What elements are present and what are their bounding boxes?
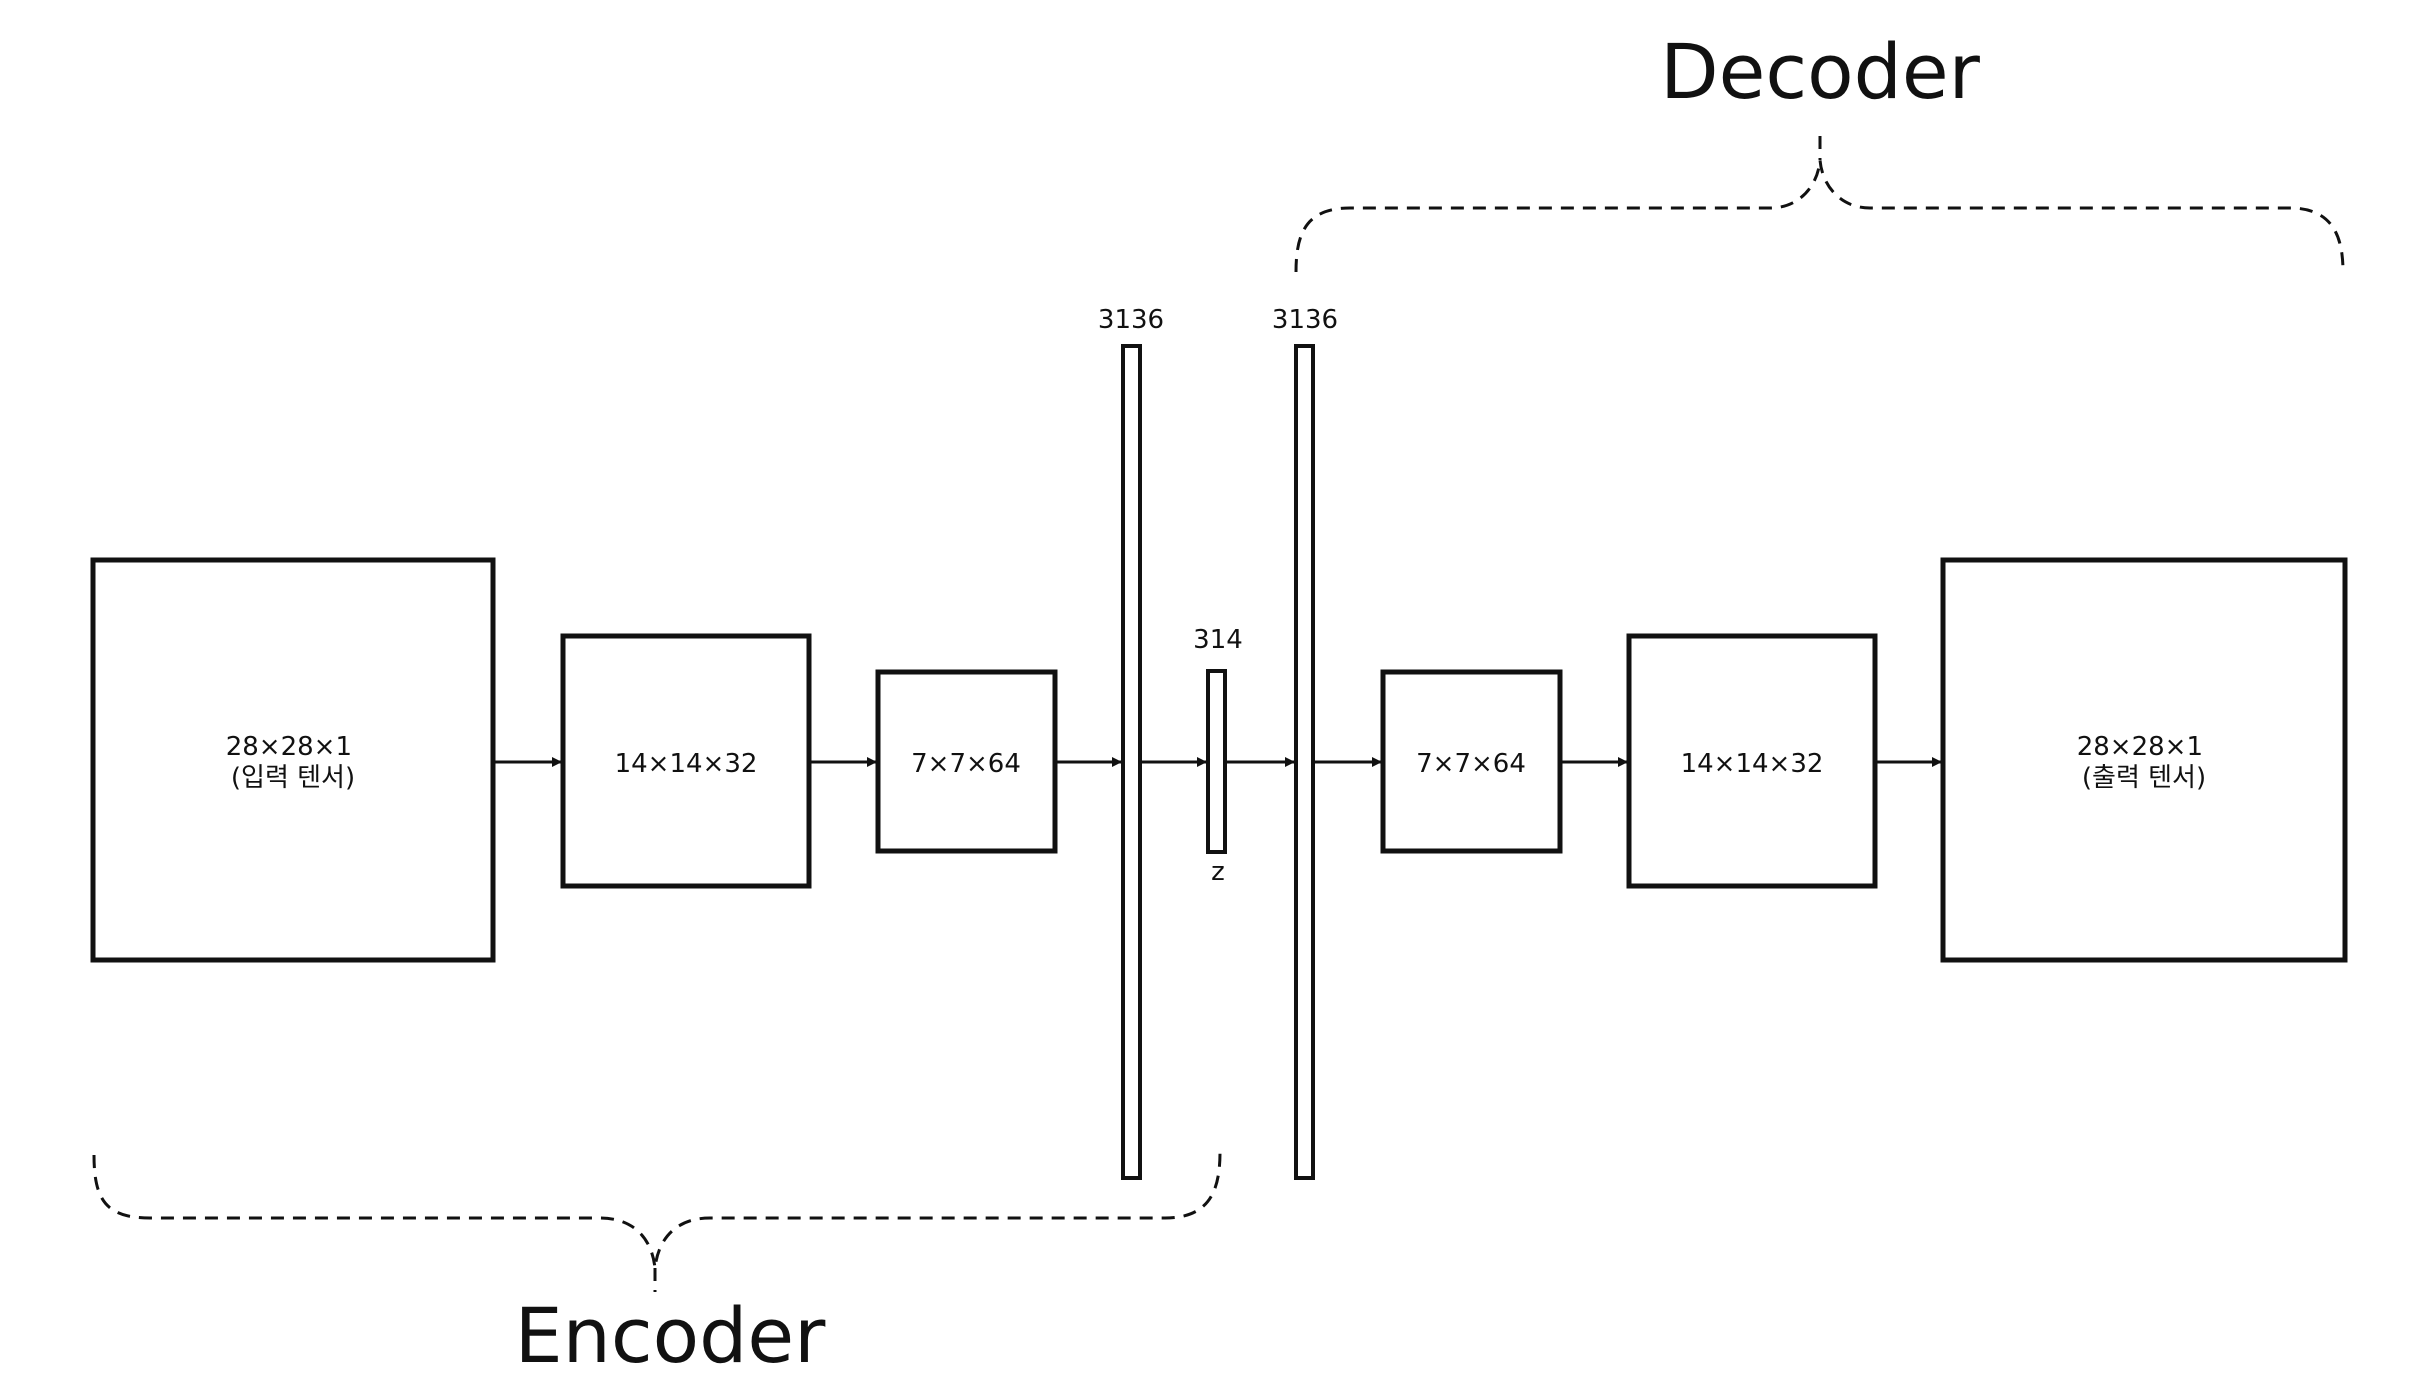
input-tensor-label: 28×28×1 (입력 텐서) (226, 732, 361, 793)
latent-z-name: z (1211, 857, 1225, 887)
output-tensor-shape: 28×28×1 (2077, 732, 2203, 762)
encoder-conv2-label: 7×7×64 (911, 749, 1021, 779)
encoder-conv2-box (875, 669, 1058, 854)
encoder-conv1-box (560, 633, 812, 889)
input-tensor-caption: (입력 텐서) (231, 763, 355, 793)
decoder-conv2-box (1626, 633, 1878, 889)
output-tensor-label: 28×28×1 (출력 텐서) (2077, 732, 2212, 793)
decoder-brace (1294, 159, 2345, 273)
decoder-conv1-label: 7×7×64 (1416, 749, 1526, 779)
decoder-dense-bar (1294, 344, 1315, 1180)
decoder-conv1-box (1380, 669, 1563, 854)
latent-z-size: 314 (1193, 625, 1243, 655)
encoder-conv1-label: 14×14×32 (615, 749, 758, 779)
encoder-brace (92, 1151, 1222, 1269)
latent-z-bar (1206, 669, 1227, 854)
decoder-conv2-label: 14×14×32 (1681, 749, 1824, 779)
decoder-title: Decoder (1660, 27, 1981, 116)
output-tensor-box (1940, 557, 2348, 963)
encoder-flatten-size: 3136 (1098, 305, 1164, 335)
input-tensor-box (90, 557, 496, 963)
decoder-dense-size: 3136 (1272, 305, 1338, 335)
input-tensor-shape: 28×28×1 (226, 732, 352, 762)
encoder-title: Encoder (515, 1291, 826, 1375)
output-tensor-caption: (출력 텐서) (2082, 763, 2206, 793)
encoder-flatten-bar (1121, 344, 1142, 1180)
